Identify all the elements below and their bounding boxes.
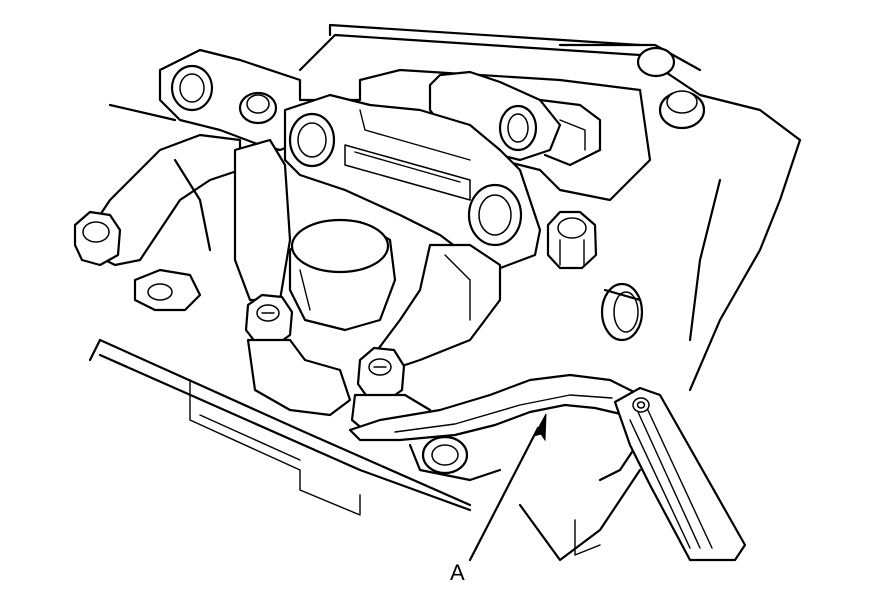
callout-label-a: A: [450, 560, 465, 585]
front-casting-boss: [133, 268, 502, 482]
side-plug: [600, 282, 644, 342]
left-adjusting-screw: [244, 293, 352, 417]
feeler-gauge: [348, 373, 747, 562]
callout-arrowhead-icon: [532, 413, 547, 442]
camshaft-holder: [283, 93, 542, 272]
left-rocker-arm: [73, 133, 242, 267]
holder-nut-right: [546, 210, 598, 270]
callout-a-leader: [468, 413, 547, 562]
valve-lifter-bore: [288, 218, 397, 332]
center-rocker-arm: [233, 138, 502, 372]
